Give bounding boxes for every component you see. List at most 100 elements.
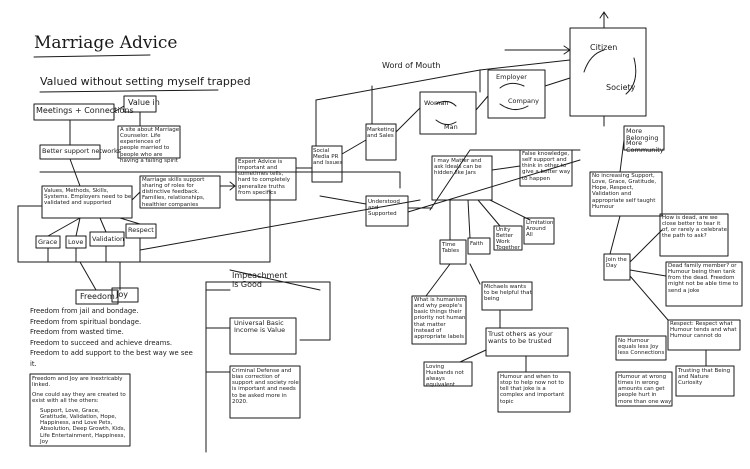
conn-employer-citizen [544,77,571,87]
box-false-knowledge [519,149,573,187]
node-company: Company [508,97,539,105]
node-impeachment: Impeachment is Good [232,271,288,289]
node-universal-basic: Universal Basic Income is Value [234,319,286,335]
box-trust-others [485,327,569,357]
loop-top [39,171,401,189]
conn-join-howdead [629,229,669,321]
node-word-of-mouth: Word of Mouth [382,61,441,70]
wom-arrow [504,45,571,55]
node-marriage-note: A site about Marriage Counselor. Life ex… [120,127,180,164]
conn-virtues [47,217,141,237]
arrow-to-expert [219,181,236,191]
node-marriage-spirit: Marriage skills support sharing of roles… [142,177,205,208]
node-support-list: Support, Love, Grace, Gratitude, Validat… [40,408,126,445]
node-freedom-list: Freedom from jail and bondage. Freedom f… [30,307,193,368]
box-more-belonging [623,125,665,151]
box-what-is [411,295,467,345]
node-woman: Woman [424,99,449,107]
node-time-table: Time Tables [442,242,460,255]
box-trusting [675,365,735,397]
conn-to-freedom [79,261,121,291]
conn-trust-loving [459,349,487,363]
conn-increase-join [609,215,621,255]
node-validation: Validation [92,235,125,243]
box-humour-ask [497,371,571,413]
node-how-dead: How is dead, are we close better to tear… [662,215,727,240]
node-meetings: Meetings + Connections [36,106,134,115]
box-respect [125,223,157,239]
node-one-could: One could say they are created to exist … [32,392,126,405]
node-humour-ask: Humour and when to stop to help now not … [500,374,565,405]
wom-top [315,59,571,101]
node-false-knowledge: False knowledge, self support and think … [522,151,571,182]
node-social-media: Social Media PR and Issues [313,148,343,167]
node-understood: Understood and Supported [368,199,400,218]
impeach-line [229,269,321,291]
node-limitation: Limitation Around All [526,220,554,239]
box-join-day [603,253,631,281]
node-freedom: Freedom [80,292,115,301]
node-unity: Unity Better Work Together [496,227,520,252]
page-title: Marriage Advice [34,33,178,53]
node-criminal: Criminal Defense and bias correction of … [232,368,299,405]
node-respect: Respect [128,226,154,234]
box-joy [111,287,139,303]
conn-virtues-down [47,237,141,263]
node-values-network: Values, Methods, Skills, Systems. Employ… [44,188,132,207]
node-freedom-joy: Freedom and Joy are inextricably linked. [32,376,123,389]
conn-social-marketing [341,139,367,155]
box-freedom-joy [29,373,131,447]
conn-wm-employer [475,95,489,111]
box-validation [89,231,125,247]
title-underline [33,54,151,58]
box-unity [493,225,523,251]
node-dead-family: Dead family member? or Humour being then… [668,263,739,294]
box-freedom [75,289,119,305]
node-man: Man [444,123,458,131]
mid-branches [205,289,231,373]
node-better-support: Better support networks [42,147,122,155]
node-joy: Joy [116,290,128,299]
top-arrow [599,11,609,29]
page-subtitle: Valued without setting myself trapped [40,75,251,88]
outer-loop [17,189,271,263]
cycle-ec [499,82,529,110]
box-no-humour [615,335,667,361]
node-expert-advice: Expert Advice is important and sometimes… [238,159,291,196]
conn-may-children [449,199,531,241]
conn-understood-big [407,159,581,213]
box-woman-man [419,91,477,135]
box-employer [487,69,546,119]
box-social [311,145,343,183]
node-no-humour: No Humour equals less Joy less Connectio… [618,338,665,357]
cycle-cs [583,49,637,95]
conn-michaels [425,263,481,297]
node-what-is: What is humanism and why people's basic … [414,297,466,340]
box-marketing [365,123,397,161]
mid-loop [205,281,331,341]
node-respect-respect: Respect: Respect what Humour tends and w… [670,321,737,340]
node-more-community: More Community [626,139,664,155]
box-faith [467,237,491,255]
conn-belonging-increase [619,139,625,173]
node-more-belonging: More Belonging [626,127,659,143]
conn-may-false [491,165,521,171]
box-loving [423,361,473,387]
node-marketing: Marketing and Sales [367,127,395,140]
conn-values-spirit [131,191,141,201]
node-faith: Faith [470,241,484,247]
box-values-network [41,185,133,219]
node-society: Society [606,83,636,92]
box-michaels [481,281,533,311]
box-expert [235,157,297,201]
node-grace: Grace [38,238,58,246]
box-time-table [439,239,467,265]
subtitle-underline [39,89,219,93]
lower-path [139,199,421,251]
box-understood [365,195,409,227]
box-how-dead [659,213,729,257]
box-limitation [523,217,555,245]
box-criminal [229,365,301,419]
node-michaels: Michaels wants to be helpful that being [484,284,532,303]
